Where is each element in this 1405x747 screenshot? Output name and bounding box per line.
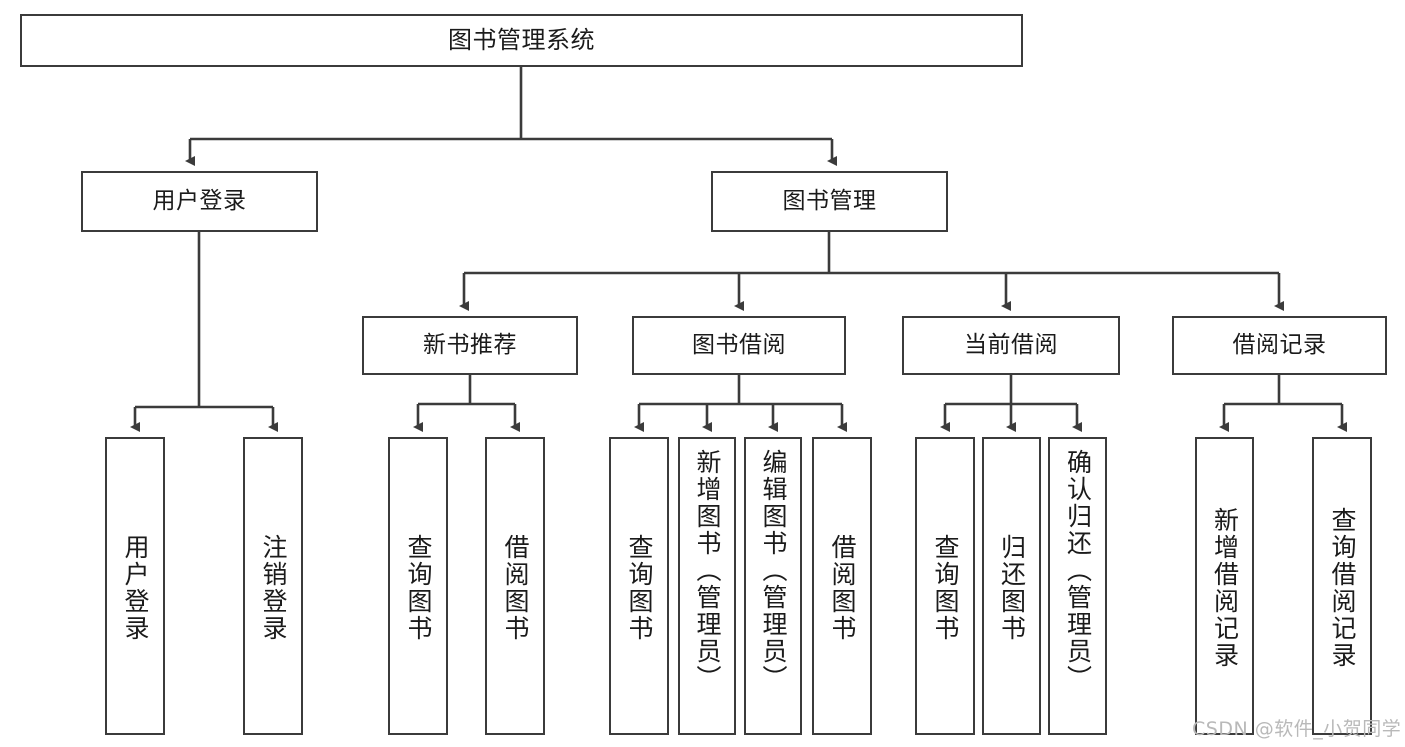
leaf-edit-book-admin[interactable]: 编辑图书（管理员） <box>744 437 802 735</box>
node-label: 查询图书 <box>625 534 654 642</box>
node-current-borrow[interactable]: 当前借阅 <box>902 316 1120 375</box>
node-label: 借阅图书 <box>501 534 530 642</box>
leaf-borrow-book-recommend[interactable]: 借阅图书 <box>485 437 545 735</box>
node-label: 确认归还（管理员） <box>1063 449 1093 692</box>
node-label: 新增图书（管理员） <box>693 449 722 692</box>
node-label: 当前借阅 <box>964 331 1058 358</box>
node-root-system[interactable]: 图书管理系统 <box>20 14 1023 67</box>
leaf-logout-login[interactable]: 注销登录 <box>243 437 303 735</box>
node-label: 图书管理 <box>782 187 877 214</box>
node-label: 编辑图书（管理员） <box>759 449 788 692</box>
node-new-book-recommend[interactable]: 新书推荐 <box>362 316 578 375</box>
node-label: 用户登录 <box>152 187 247 214</box>
leaf-query-borrow-record[interactable]: 查询借阅记录 <box>1312 437 1372 735</box>
node-label: 查询图书 <box>931 534 960 642</box>
node-borrow-record[interactable]: 借阅记录 <box>1172 316 1387 375</box>
csdn-watermark: CSDN @软件_小贺同学 <box>1192 718 1402 740</box>
leaf-query-book-current[interactable]: 查询图书 <box>915 437 975 735</box>
node-label: 新书推荐 <box>423 331 517 358</box>
node-label: 查询借阅记录 <box>1328 507 1357 669</box>
leaf-add-borrow-record[interactable]: 新增借阅记录 <box>1195 437 1254 735</box>
node-label: 归还图书 <box>997 534 1027 642</box>
node-label: 图书管理系统 <box>448 26 595 55</box>
node-label: 借阅图书 <box>828 534 857 642</box>
node-label: 注销登录 <box>259 534 288 642</box>
leaf-borrow-book-borrow[interactable]: 借阅图书 <box>812 437 872 735</box>
node-book-borrow[interactable]: 图书借阅 <box>632 316 846 375</box>
leaf-user-login[interactable]: 用户登录 <box>105 437 165 735</box>
node-label: 图书借阅 <box>692 331 786 358</box>
node-user-login[interactable]: 用户登录 <box>81 171 318 232</box>
node-label: 查询图书 <box>404 534 433 642</box>
leaf-return-book[interactable]: 归还图书 <box>982 437 1041 735</box>
node-label: 借阅记录 <box>1232 331 1327 358</box>
leaf-query-book-recommend[interactable]: 查询图书 <box>388 437 448 735</box>
node-label: 新增借阅记录 <box>1210 507 1240 669</box>
node-label: 用户登录 <box>121 534 150 642</box>
leaf-confirm-return-admin[interactable]: 确认归还（管理员） <box>1048 437 1107 735</box>
leaf-query-book-borrow[interactable]: 查询图书 <box>609 437 669 735</box>
leaf-add-book-admin[interactable]: 新增图书（管理员） <box>678 437 736 735</box>
node-book-manage[interactable]: 图书管理 <box>711 171 948 232</box>
